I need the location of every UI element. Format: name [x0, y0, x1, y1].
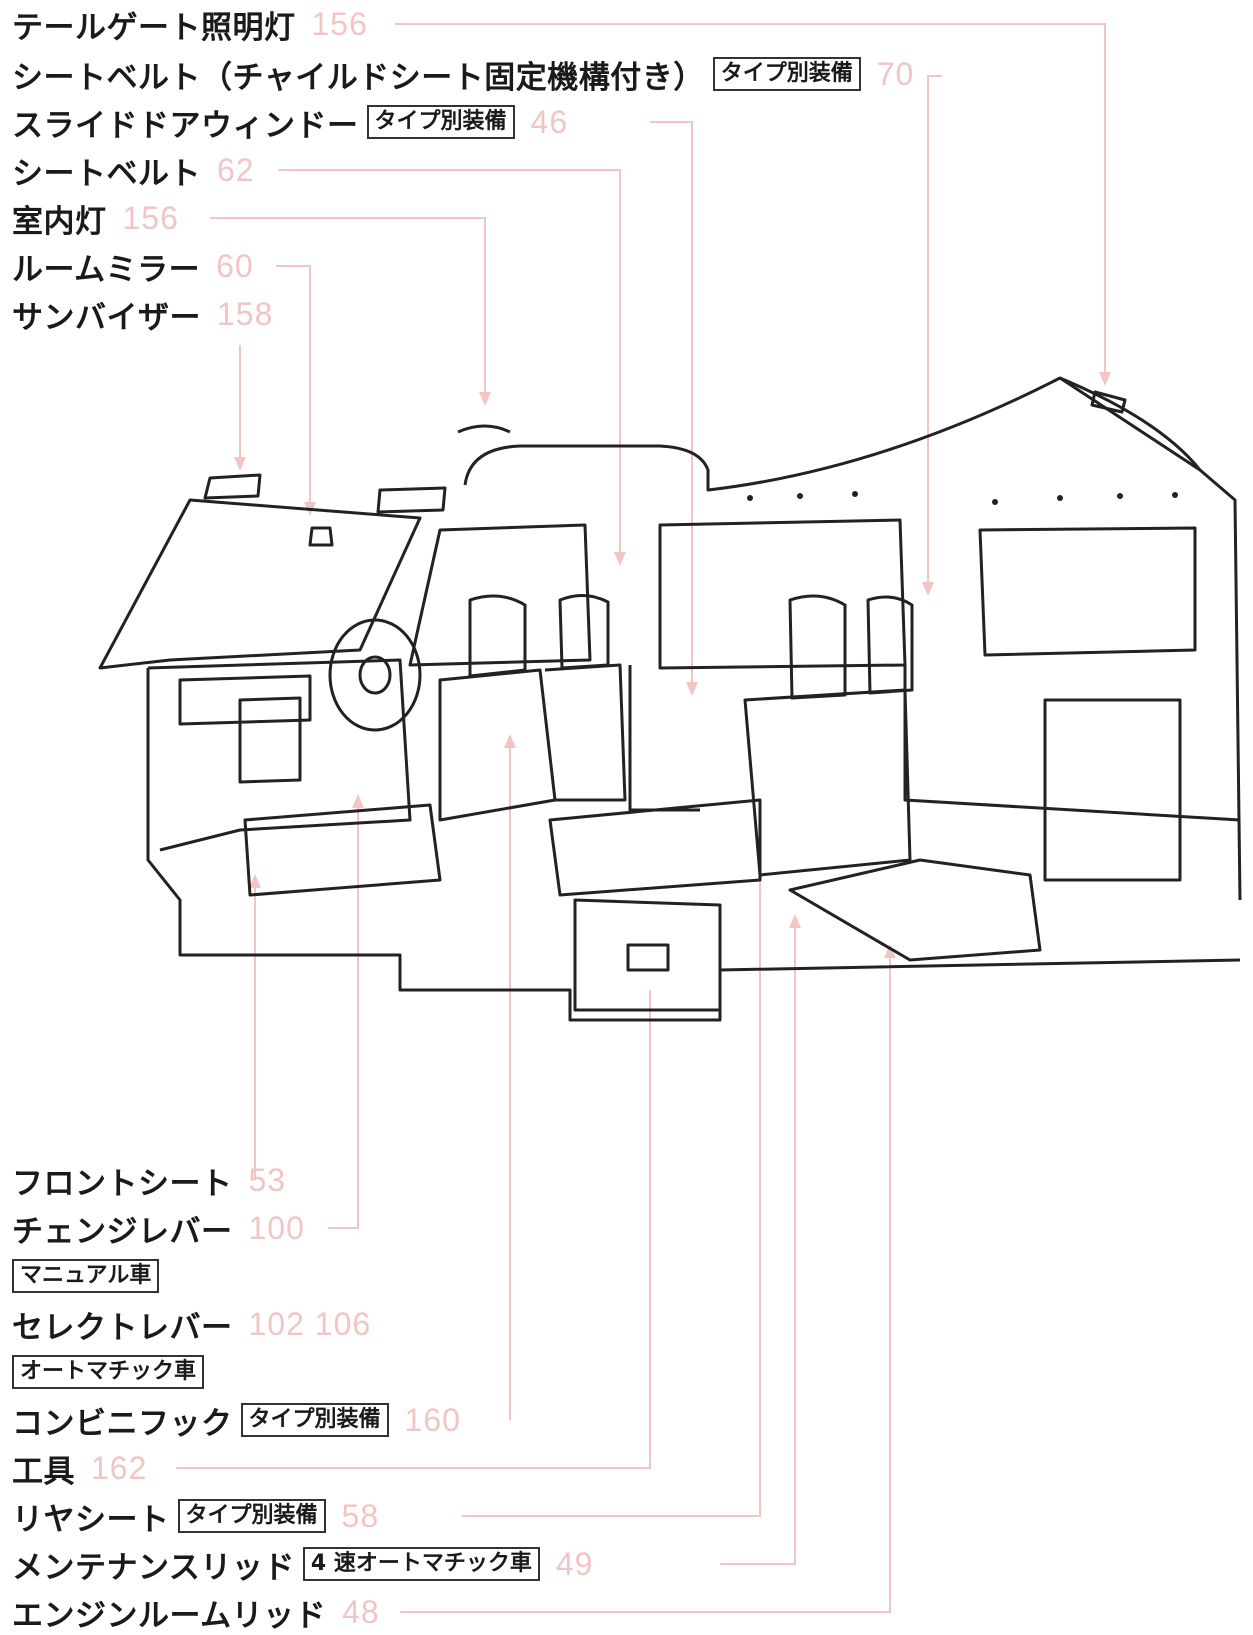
callout-slide-door-window: スライドドアウィンドー タイプ別装備 46: [12, 100, 568, 144]
page-ref: 102 106: [248, 1305, 372, 1342]
callout-label: チェンジレバー: [12, 1213, 233, 1250]
callout-label: リヤシート: [12, 1501, 170, 1538]
callout-seatbelt: シートベルト 62: [12, 148, 255, 192]
callout-select-lever: セレクトレバー 102 106: [12, 1302, 371, 1346]
leader-room-mirror: [276, 265, 311, 510]
page-ref: 156: [311, 5, 368, 42]
vehicle-type-tag: 4 速オートマチック車: [302, 1547, 540, 1581]
leader-tools: [176, 990, 651, 1469]
leader-rear-seat: [462, 860, 761, 1517]
callout-seatbelt-child-seat: シートベルト（チャイルドシート固定機構付き） タイプ別装備 70: [12, 52, 914, 96]
page-ref: 46: [530, 103, 569, 140]
page-ref: 156: [122, 199, 179, 236]
type-equipment-tag: タイプ別装備: [177, 1499, 326, 1533]
callout-label: セレクトレバー: [12, 1309, 233, 1346]
callout-tailgate-lamp: テールゲート照明灯 156: [12, 2, 368, 46]
leader-seatbelt-child: [927, 75, 942, 590]
page-ref: 158: [217, 295, 274, 332]
page-ref: 160: [404, 1401, 461, 1438]
leader-maint-lid: [720, 920, 796, 1565]
callout-label: 室内灯: [12, 203, 107, 240]
page-ref: 162: [91, 1449, 148, 1486]
callout-label: スライドドアウィンドー: [12, 107, 359, 144]
callout-engine-room-lid: エンジンルームリッド 48: [12, 1590, 380, 1634]
callout-label: エンジンルームリッド: [12, 1597, 327, 1634]
page-ref: 100: [248, 1209, 305, 1246]
vehicle-type-tag: オートマチック車: [12, 1355, 205, 1389]
note-automatic-car: オートマチック車: [12, 1352, 205, 1392]
callout-label: フロントシート: [12, 1165, 233, 1202]
callout-label: 工具: [12, 1453, 75, 1490]
page-ref: 70: [876, 55, 915, 92]
leader-tailgate-lamp: [395, 23, 1106, 380]
callout-room-lamp: 室内灯 156: [12, 196, 179, 240]
note-manual-car: マニュアル車: [12, 1256, 160, 1296]
leader-slide-window: [650, 121, 693, 690]
page-ref: 53: [248, 1161, 287, 1198]
callout-label: コンビニフック: [12, 1405, 233, 1442]
callout-front-seat: フロントシート 53: [12, 1158, 286, 1202]
leader-engine-lid: [400, 950, 891, 1613]
type-equipment-tag: タイプ別装備: [712, 57, 861, 91]
callout-combi-hook: コンビニフック タイプ別装備 160: [12, 1398, 461, 1442]
leader-lines: [176, 23, 1106, 1613]
callout-label: メンテナンスリッド: [12, 1549, 295, 1586]
type-equipment-tag: タイプ別装備: [240, 1403, 389, 1437]
leader-seatbelt: [278, 169, 621, 560]
page-ref: 62: [217, 151, 255, 188]
callout-rear-seat: リヤシート タイプ別装備 58: [12, 1494, 379, 1538]
page-ref: 58: [341, 1497, 380, 1534]
van-outline: [98, 376, 1242, 1022]
callout-label: テールゲート照明灯: [12, 9, 296, 46]
callout-label: シートベルト: [12, 155, 201, 192]
page-ref: 49: [555, 1545, 594, 1582]
callout-room-mirror: ルームミラー 60: [12, 244, 254, 288]
type-equipment-tag: タイプ別装備: [366, 105, 515, 139]
callout-label: シートベルト（チャイルドシート固定機構付き）: [12, 59, 705, 96]
page-ref: 60: [216, 247, 254, 284]
callout-label: ルームミラー: [12, 251, 201, 288]
callout-change-lever: チェンジレバー 100: [12, 1206, 305, 1250]
vehicle-type-tag: マニュアル車: [12, 1259, 160, 1293]
callout-maintenance-lid: メンテナンスリッド 4 速オートマチック車 49: [12, 1542, 593, 1586]
leader-change-lever: [328, 800, 359, 1229]
callout-label: サンバイザー: [12, 299, 201, 336]
body-rivets: [747, 491, 1178, 505]
callout-sun-visor: サンバイザー 158: [12, 292, 273, 336]
page-ref: 48: [342, 1593, 380, 1630]
leader-room-lamp: [210, 217, 486, 400]
callout-tools: 工具 162: [12, 1446, 147, 1490]
leader-arrows: [234, 372, 1111, 958]
